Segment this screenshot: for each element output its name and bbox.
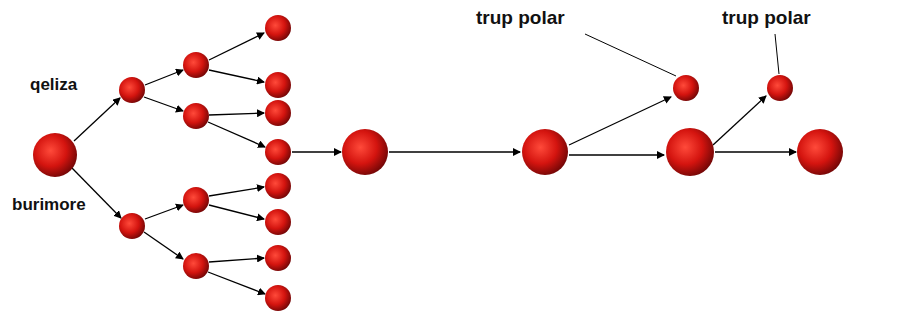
cell-label: qeliza [30, 76, 77, 95]
division-arrows [72, 33, 796, 294]
polar-body-label: trup polar [476, 8, 565, 29]
leader-lines [585, 34, 779, 76]
cell-label: burimore [12, 196, 86, 215]
polar-body-label: trup polar [722, 8, 811, 29]
cells [33, 15, 843, 311]
